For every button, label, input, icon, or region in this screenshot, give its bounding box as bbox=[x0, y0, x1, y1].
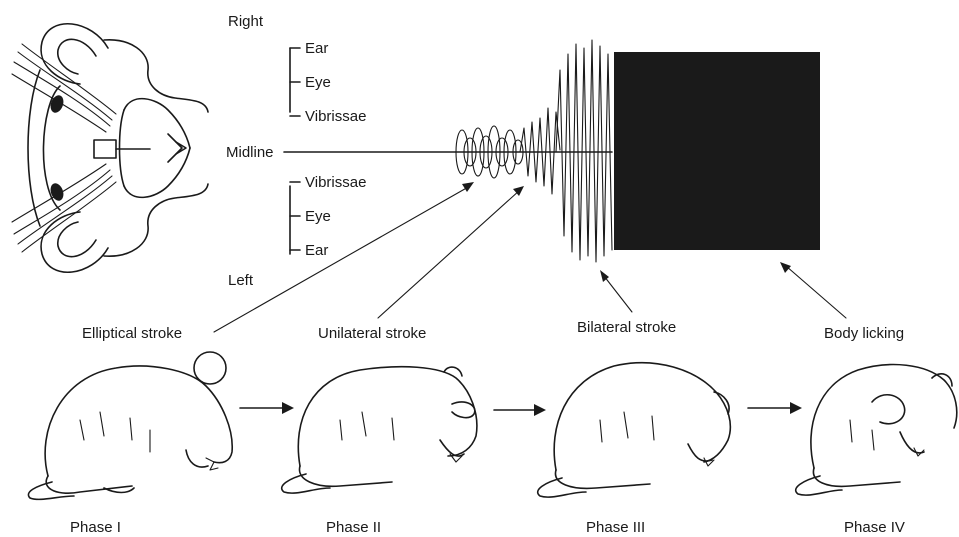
phase-3-label: Phase III bbox=[586, 519, 645, 536]
phase-2-label: Phase II bbox=[326, 519, 381, 536]
scale-label-lower-vibrissae: Vibrissae bbox=[305, 174, 366, 191]
left-label: Left bbox=[228, 272, 254, 289]
scale-label-upper-vibrissae: Vibrissae bbox=[305, 108, 366, 125]
midline-label: Midline bbox=[226, 144, 274, 161]
rat-head-outline bbox=[12, 24, 208, 272]
body-licking-label: Body licking bbox=[824, 325, 904, 342]
phase-1-label: Phase I bbox=[70, 519, 121, 536]
scale-label-lower-ear: Ear bbox=[305, 242, 328, 259]
bilateral-stroke-trace bbox=[556, 40, 612, 262]
body-licking-block bbox=[614, 52, 820, 250]
arrow-right bbox=[748, 402, 802, 414]
rat-phase-2-illustration bbox=[282, 367, 477, 493]
elliptical-stroke-label: Elliptical stroke bbox=[82, 325, 182, 342]
arrow-right bbox=[240, 402, 294, 414]
right-label: Right bbox=[228, 13, 264, 30]
rat-phase-4-illustration bbox=[796, 365, 957, 496]
scale-label-upper-ear: Ear bbox=[305, 40, 328, 57]
phase-4-label: Phase IV bbox=[844, 519, 905, 536]
scale-label-lower-eye: Eye bbox=[305, 208, 331, 225]
unilateral-stroke-label: Unilateral stroke bbox=[318, 325, 426, 342]
rat-phase-1-illustration bbox=[28, 352, 232, 499]
arrow-right bbox=[494, 404, 546, 416]
scale-label-upper-eye: Eye bbox=[305, 74, 331, 91]
bilateral-stroke-label: Bilateral stroke bbox=[577, 319, 676, 336]
rat-phase-3-illustration bbox=[538, 363, 731, 497]
unilateral-stroke-trace bbox=[520, 108, 560, 194]
face-region-scale bbox=[290, 48, 300, 254]
